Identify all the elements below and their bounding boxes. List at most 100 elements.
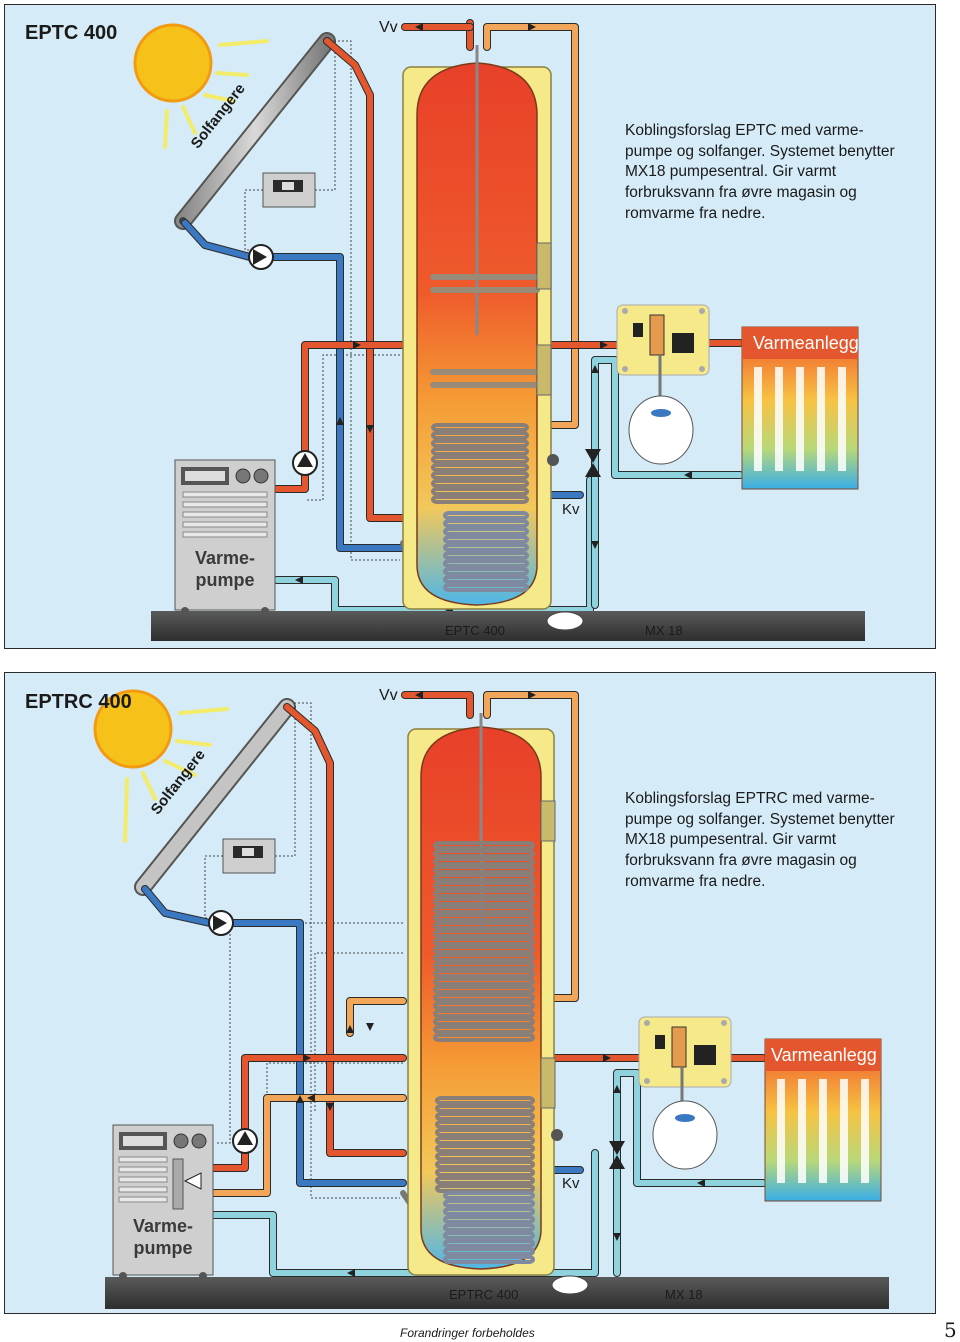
tank-model-label: EPTRC 400 [449,1287,519,1302]
coil-loop [433,929,535,938]
description-text: Koblingsforslag EPTC med var­me­pumpe og… [625,122,895,222]
coil-loop [443,511,529,520]
eptrc-schematic [93,689,889,1309]
coil-loop [443,519,529,528]
coil-loop [433,937,535,946]
mixing-valve [638,1016,732,1103]
hot-water-label: Vv [379,687,398,704]
coil-loop [443,527,529,536]
coil-loop [431,439,529,448]
coil-loop [433,921,535,930]
hot-water-label: Vv [379,19,398,36]
radiator [764,1038,882,1202]
coil-loop [443,1215,535,1224]
coil-loop [435,1112,535,1121]
coil-loop [435,1128,535,1137]
coil-loop [433,977,535,986]
coil-loop [443,567,529,576]
solar-pump-icon [208,910,234,936]
coil-loop [443,1199,535,1208]
coil-loop [443,1255,535,1264]
coil-loop [435,1168,535,1177]
coil-loop [431,495,529,504]
expansion-vessel-icon [628,395,694,465]
panel-title: EPTC 400 [25,22,118,44]
coil-loop [435,1096,535,1105]
coil-loop [433,857,535,866]
coil-loop [433,1033,535,1042]
floor [105,1277,889,1309]
cold-water-label: Kv [562,501,580,518]
coil-loop [433,849,535,858]
diagram-panel-eptc: EPTC 400 Vv Solfangere Koblingsforslag E… [4,4,936,649]
tank-model-label: EPTC 400 [445,623,505,638]
coil-loop [433,881,535,890]
coil-loop [443,559,529,568]
coil-loop [433,841,535,850]
coil-loop [433,873,535,882]
coil-loop [431,423,529,432]
check-valve-icon [585,449,601,477]
coil-loop [433,897,535,906]
coil-loop [431,431,529,440]
radiator-label: Varmeanlegg [771,1045,877,1065]
coil-loop [443,575,529,584]
heatpump-circulator-icon [232,1128,258,1154]
coil-loop [435,1144,535,1153]
coil-loop [433,953,535,962]
coil-loop [433,1009,535,1018]
heat-pump-unit [112,1124,214,1280]
coil-loop [443,1231,535,1240]
coil-loop [433,969,535,978]
description-text: Koblingsforslag EPTRC med var­me­pumpe o… [625,790,895,890]
coil-loop [435,1160,535,1169]
footer-note: Forandringer forbeholdes [400,1326,535,1340]
coil-loop [431,471,529,480]
coil-loop [431,447,529,456]
panel-title: EPTRC 400 [25,691,132,713]
radiator-label: Varmeanlegg [753,333,859,353]
mx18-pump-station-icon [546,611,584,631]
coil-loop [431,479,529,488]
storage-tank [407,713,563,1276]
heat-pump-label: Varme- pumpe [132,1216,194,1258]
coil-loop [443,1247,535,1256]
floor [151,611,865,641]
coil-loop [433,1001,535,1010]
radiator [741,326,859,490]
solar-collector [134,698,296,896]
mixing-valve [616,304,710,400]
coil-loop [443,1207,535,1216]
coil-loop [433,961,535,970]
coil-loop [435,1120,535,1129]
coil-loop [435,1152,535,1161]
coil-loop [433,889,535,898]
coil-loop [443,535,529,544]
eptc-schematic [133,19,865,641]
page-number: 5 [944,1318,957,1342]
cold-water-label: Kv [562,1175,580,1192]
mx-model-label: MX 18 [645,623,683,638]
coil-loop [443,543,529,552]
heat-pump-label: Varme- pumpe [194,548,256,590]
coil-loop [433,945,535,954]
coil-loop [431,487,529,496]
coil-loop [433,905,535,914]
coil-loop [435,1136,535,1145]
sun-icon [93,689,229,843]
heatpump-circulator-icon [292,450,318,476]
diagram-panel-eptrc: EPTRC 400 Vv Solfangere Koblingsforslag … [4,672,936,1314]
coil-loop [431,463,529,472]
coil-loop [435,1176,535,1185]
coil-loop [443,1191,535,1200]
coil-loop [433,1025,535,1034]
mx18-pump-station-icon [551,1275,589,1295]
check-valve-icon [609,1141,625,1169]
coil-loop [433,993,535,1002]
coil-loop [443,1239,535,1248]
storage-tank [402,45,559,610]
coil-loop [433,865,535,874]
solar-pump-icon [248,244,274,270]
coil-loop [431,455,529,464]
sun-icon [133,23,269,149]
